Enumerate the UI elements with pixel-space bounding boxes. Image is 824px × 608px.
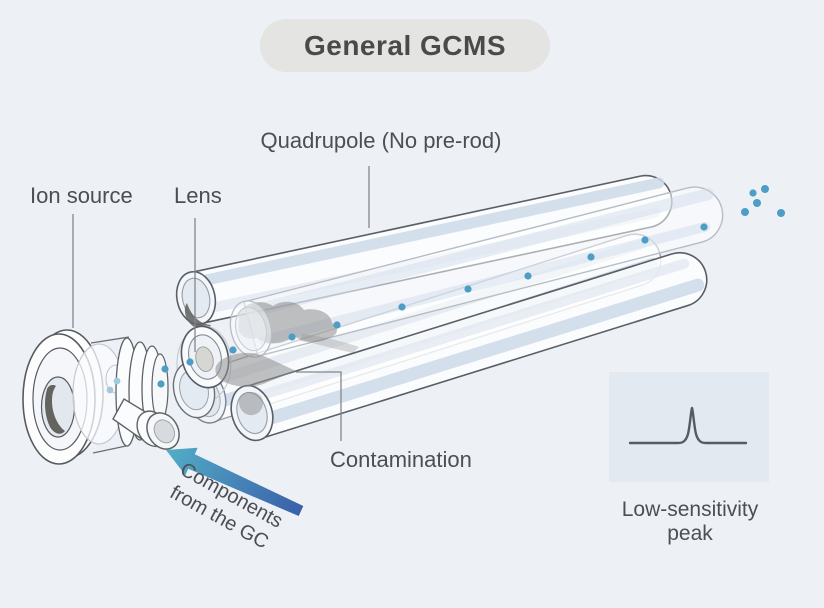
page-title: General GCMS xyxy=(303,29,507,61)
chromatogram-peak-icon xyxy=(628,406,748,445)
label-low-sensitivity-peak: Low-sensitivity peak xyxy=(621,498,759,545)
label-ion-source: Ion source xyxy=(30,183,133,208)
label-quadrupole: Quadrupole (No pre-rod) xyxy=(260,128,502,153)
gc-flow-arrow-icon xyxy=(166,447,304,516)
ion-beam-dots xyxy=(106,223,708,394)
label-lens: Lens xyxy=(174,183,222,208)
contamination-streak-top xyxy=(300,334,359,353)
ion-source-graphic xyxy=(22,329,180,465)
quadrupole-rod-front-bottom xyxy=(243,251,708,440)
contamination-plume xyxy=(215,352,296,387)
title-pill: General GCMS xyxy=(260,19,550,72)
contamination-smear-cap xyxy=(238,392,264,416)
peak-panel xyxy=(609,372,769,482)
ion-exit-spray-dots xyxy=(741,185,785,217)
leader-contamination xyxy=(296,371,342,441)
rod-cap-front-top-ghost xyxy=(229,300,273,358)
label-contamination: Contamination xyxy=(330,447,472,472)
rod-cap-shadow-smear xyxy=(184,303,211,330)
quadrupole-rod-front-top-ghost xyxy=(243,186,724,357)
